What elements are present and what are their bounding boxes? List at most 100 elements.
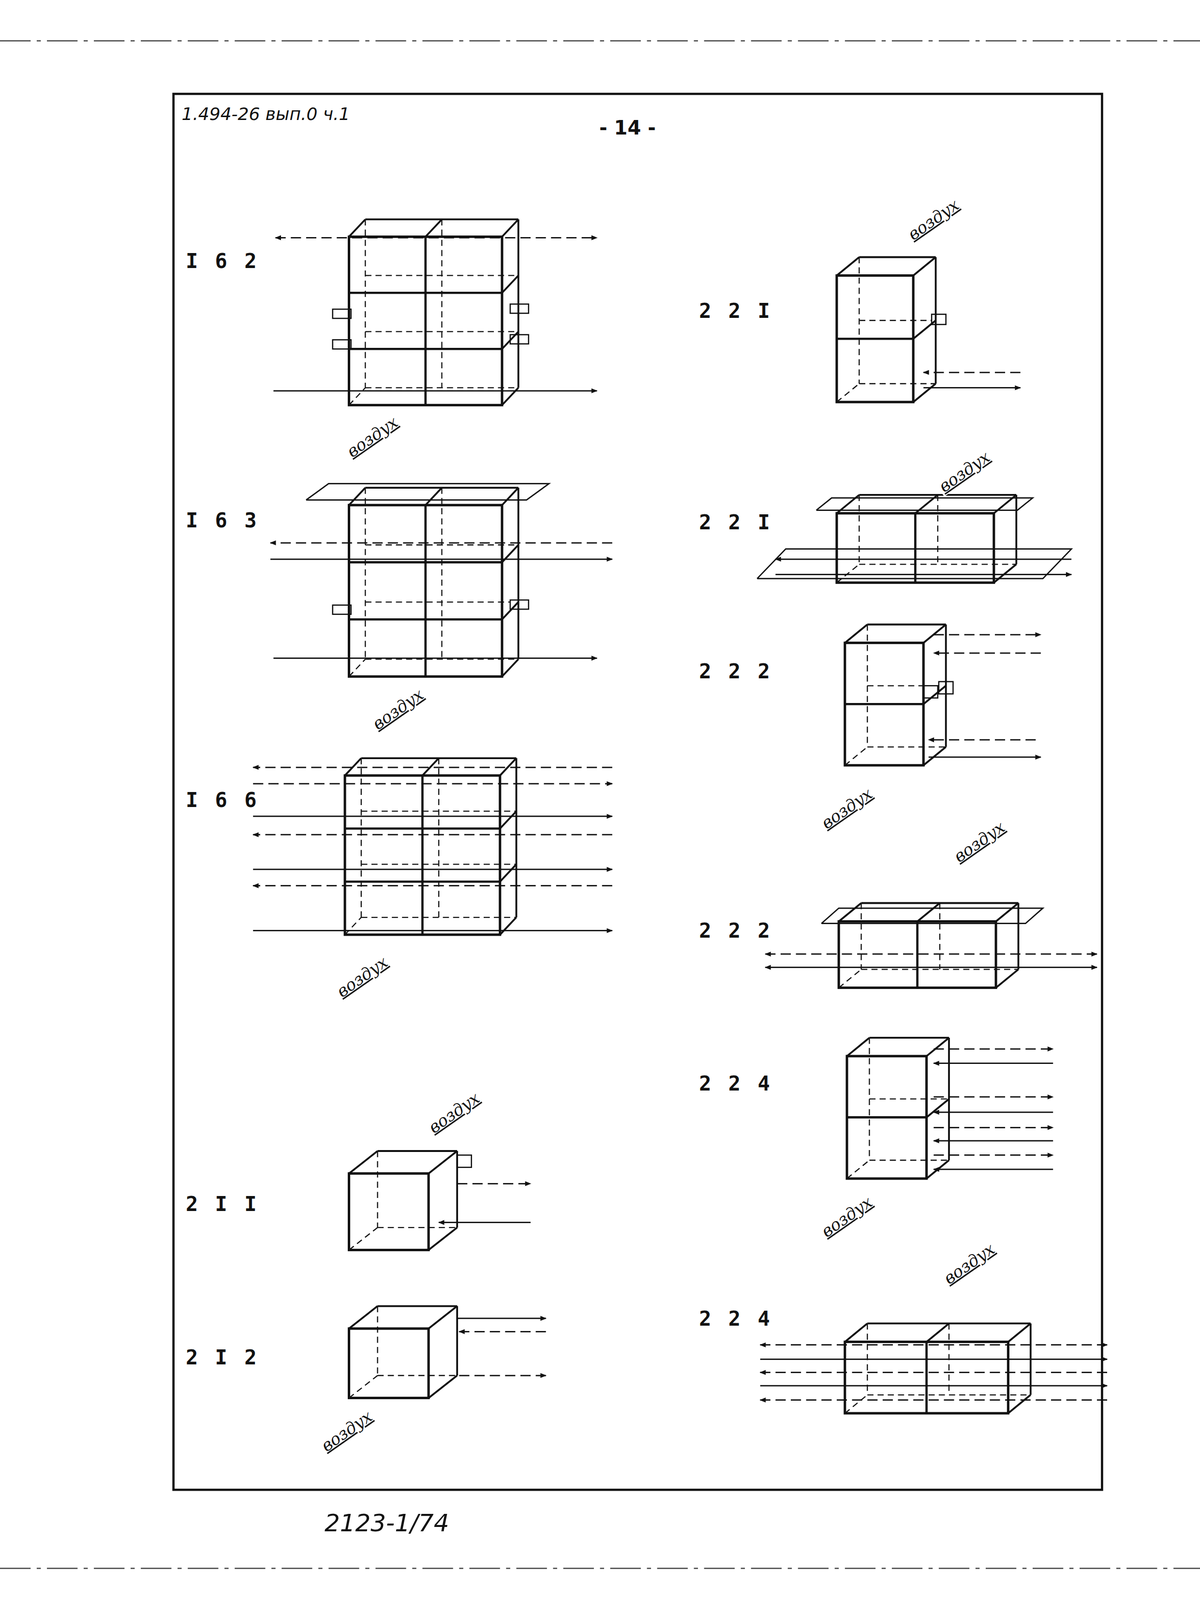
unit-block [270, 483, 613, 677]
air-label: воздух [423, 1087, 485, 1138]
visible-edge [838, 903, 861, 922]
visible-edge [428, 1150, 458, 1173]
hidden-edge [364, 487, 366, 659]
visible-edge [425, 487, 443, 505]
visible-edge [846, 1037, 870, 1056]
air-flow-arrow [933, 1111, 1053, 1113]
flange [457, 1154, 472, 1167]
visible-edge [428, 1227, 458, 1250]
visible-edge [913, 256, 936, 276]
hidden-edge [844, 1394, 868, 1413]
visible-edge [502, 387, 519, 405]
front-face [846, 1055, 927, 1179]
air-flow-arrow [933, 1154, 1053, 1156]
hidden-edge [438, 757, 440, 918]
hidden-edge [377, 1374, 458, 1376]
visible-edge [923, 685, 946, 704]
hidden-edge [939, 903, 941, 970]
visible-edge [993, 494, 1017, 514]
scheme-code: I 6 2 [185, 250, 260, 273]
scheme-code: 2 2 I [698, 299, 773, 323]
visible-edge [456, 1305, 459, 1376]
scheme-code: 2 2 4 [698, 1307, 773, 1330]
air-label: воздух [367, 683, 429, 735]
visible-edge [926, 1098, 949, 1117]
hidden-edge [836, 383, 860, 402]
hidden-edge [364, 219, 366, 388]
air-flow-arrow [933, 1062, 1053, 1064]
visible-edge [500, 811, 517, 829]
air-flow-arrow [273, 389, 597, 392]
visible-edge [1007, 1394, 1031, 1413]
visible-edge [344, 757, 362, 776]
air-flow-arrow [438, 1221, 531, 1223]
hidden-edge [859, 319, 936, 321]
visible-edge [914, 513, 917, 583]
air-flow-arrow [252, 929, 613, 932]
visible-edge [925, 1341, 928, 1413]
air-label: воздух [816, 1191, 878, 1242]
air-flow-arrow [923, 371, 1021, 373]
visible-edge [428, 1305, 458, 1329]
air-flow-arrow [457, 1182, 531, 1185]
visible-edge [993, 563, 1017, 583]
scheme-code: 2 2 4 [698, 1072, 773, 1095]
visible-edge [915, 494, 938, 514]
visible-edge [428, 1375, 458, 1398]
air-label: воздух [938, 1238, 1000, 1289]
air-flow-arrow [252, 868, 613, 871]
hidden-edge [836, 563, 860, 583]
air-label: воздух [948, 816, 1010, 868]
unit-block [349, 1150, 532, 1250]
air-flow-arrow [760, 1371, 1108, 1373]
front-face [844, 1341, 1009, 1413]
sheet-code: 1.494-26 вып.0 ч.1 [181, 104, 351, 124]
air-label: воздух [816, 783, 878, 834]
scheme-code: 2 2 2 [698, 660, 773, 683]
visible-edge [867, 623, 946, 626]
air-flow-arrow [760, 1384, 1108, 1387]
air-flow-arrow [933, 1140, 1053, 1142]
flange [923, 685, 938, 698]
front-face [844, 642, 924, 766]
unit-block [836, 256, 1021, 402]
hidden-edge [376, 1150, 378, 1228]
visible-edge [844, 702, 924, 706]
air-flow-arrow [933, 1096, 1053, 1098]
air-label: воздух [341, 411, 403, 462]
unit-block [760, 1322, 1108, 1413]
visible-edge [517, 487, 520, 659]
hidden-edge [860, 903, 862, 970]
scheme-code: 2 I I [185, 1192, 260, 1215]
flange [510, 303, 529, 313]
visible-edge [1017, 903, 1020, 970]
scheme-code: 2 2 I [698, 511, 773, 534]
visible-edge [422, 757, 439, 776]
visible-edge [917, 903, 940, 922]
unit-block [846, 1037, 1053, 1179]
air-flow-arrow [252, 815, 613, 817]
visible-edge [349, 487, 366, 505]
air-flow-arrow [273, 657, 597, 659]
visible-edge [456, 1150, 459, 1228]
air-flow-arrow [270, 542, 613, 544]
hidden-edge [858, 494, 860, 564]
scheme-code: 2 2 2 [698, 919, 773, 942]
sheet-frame [173, 93, 1103, 1490]
air-flow-arrow [775, 558, 1072, 560]
visible-edge [836, 494, 860, 514]
scheme-code: I 6 3 [185, 509, 260, 532]
visible-edge [349, 1150, 378, 1173]
hidden-edge [441, 487, 443, 659]
visible-edge [425, 219, 443, 237]
hidden-edge [377, 1226, 458, 1228]
air-label: воздух [903, 194, 965, 245]
visible-edge [502, 331, 519, 349]
visible-edge [515, 757, 518, 918]
visible-edge [1029, 1322, 1032, 1395]
unit-block [765, 903, 1097, 988]
visible-edge [502, 601, 519, 620]
air-flow-arrow [933, 1168, 1053, 1171]
visible-edge [995, 969, 1019, 988]
front-face [349, 236, 503, 405]
